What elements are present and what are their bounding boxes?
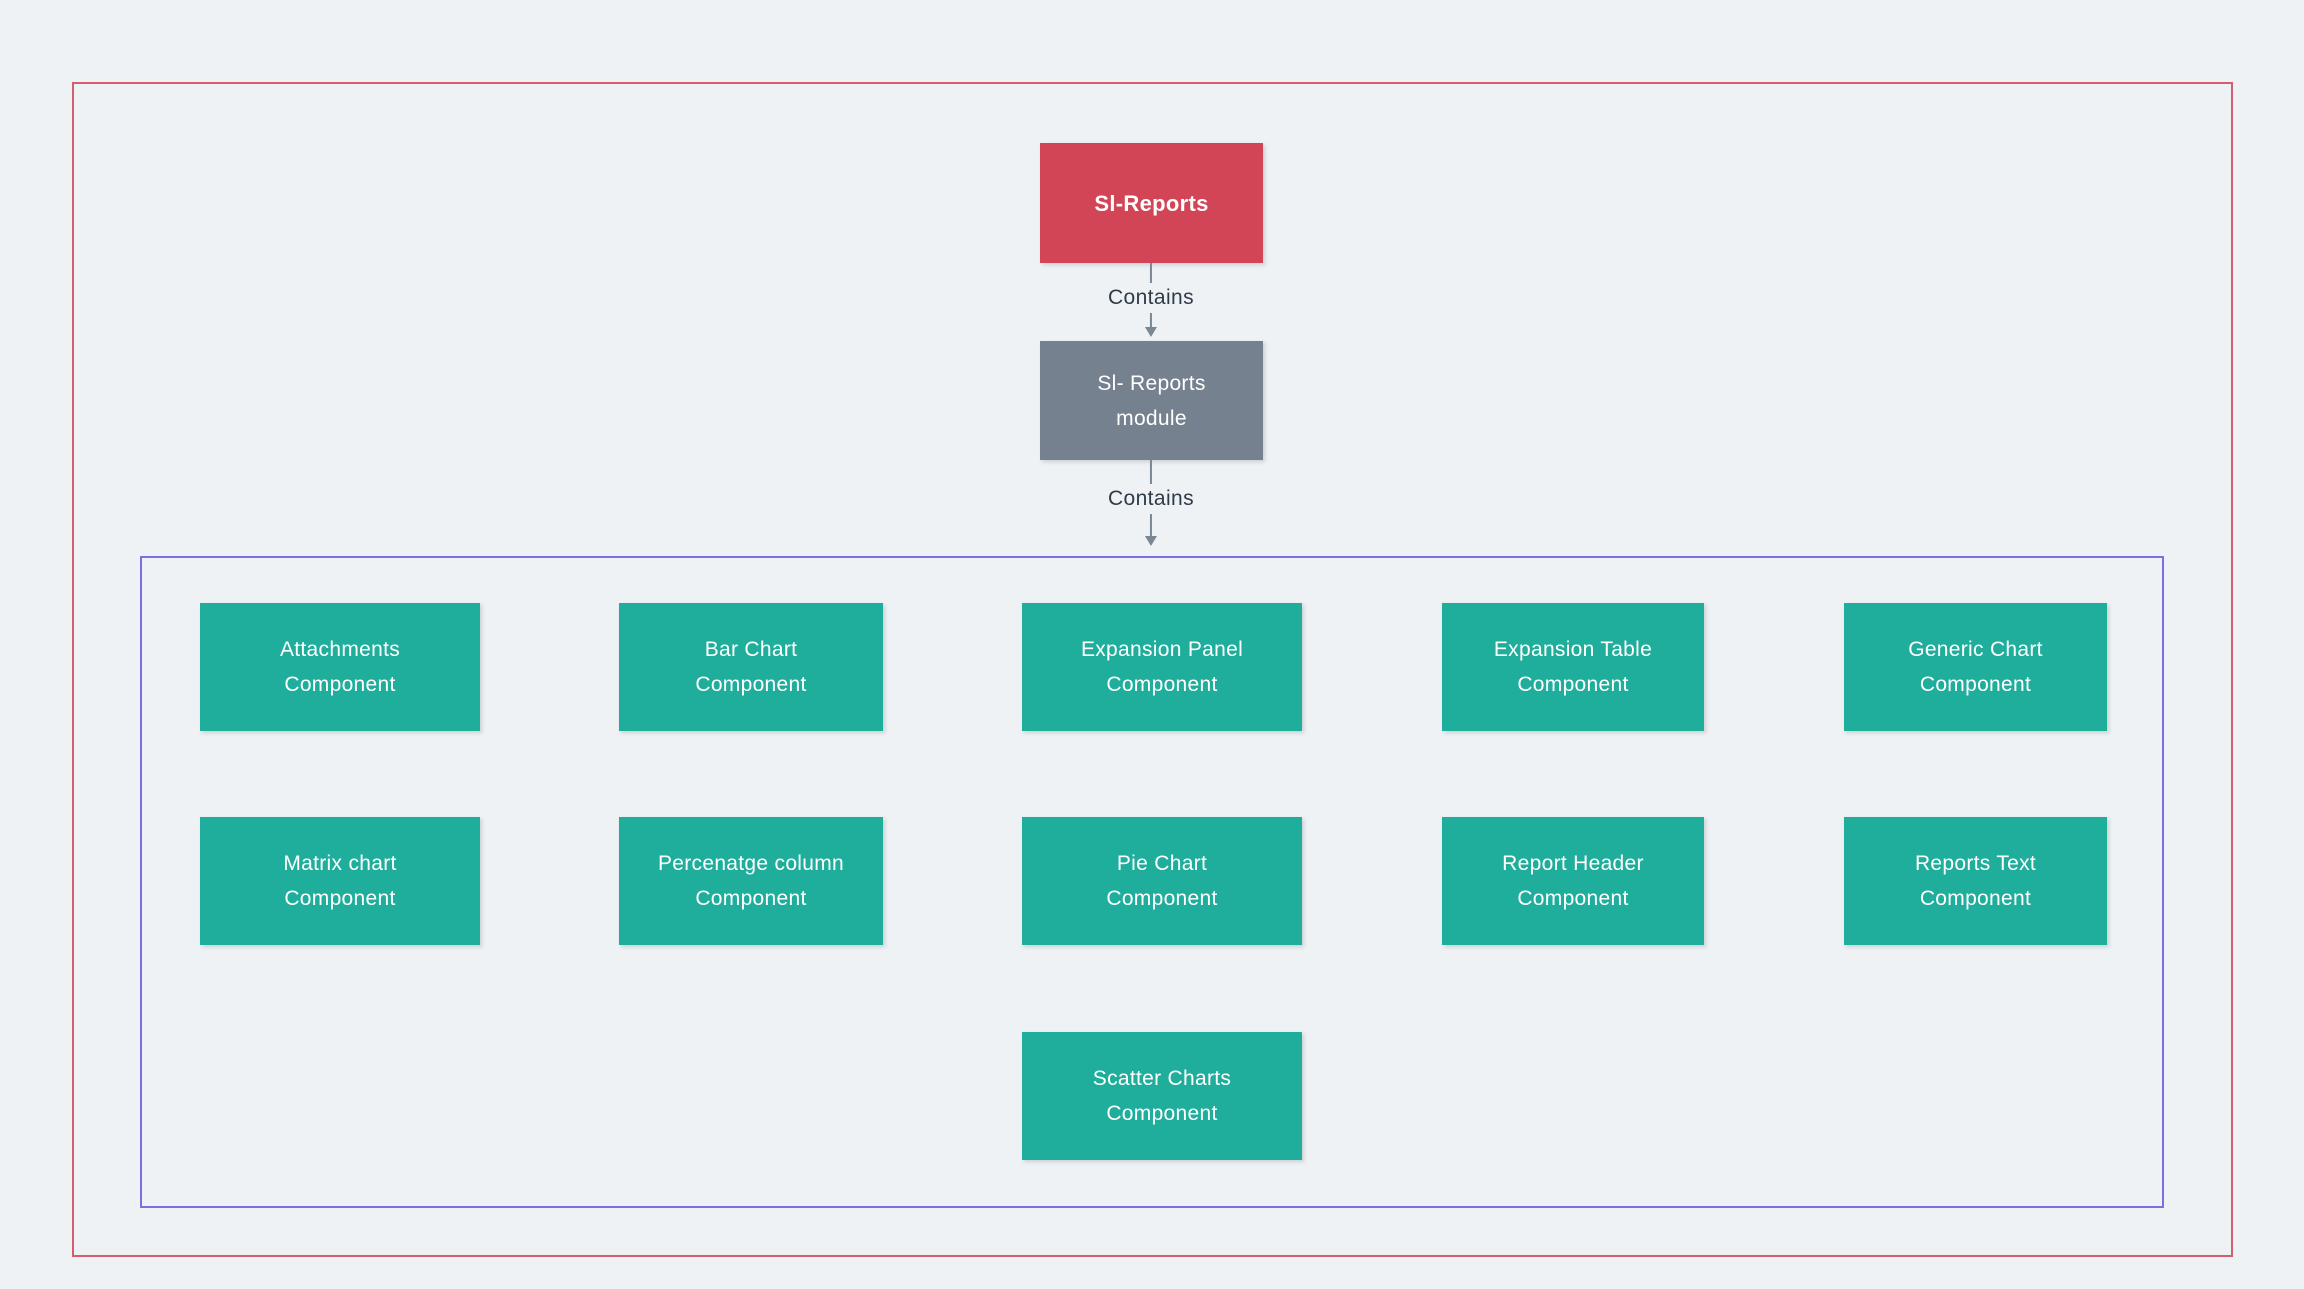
edge-line <box>1150 313 1152 327</box>
arrowhead-down-icon <box>1145 536 1157 546</box>
component-node-report-header: Report Header Component <box>1442 817 1704 945</box>
component-node-attachments: Attachments Component <box>200 603 480 731</box>
component-node-percentage-column: Percenatge column Component <box>619 817 883 945</box>
edge-line <box>1150 460 1152 484</box>
arrowhead-down-icon <box>1145 327 1157 337</box>
component-node-bar-chart: Bar Chart Component <box>619 603 883 731</box>
component-node-matrix-chart: Matrix chart Component <box>200 817 480 945</box>
component-node-label: Generic Chart Component <box>1908 638 2043 696</box>
module-node-label: Sl- Reports module <box>1097 371 1206 430</box>
component-node-label: Attachments Component <box>279 638 401 696</box>
component-node-label: Reports Text Component <box>1914 852 2037 910</box>
component-node-label: Expansion Table Component <box>1493 638 1653 696</box>
edge-label-contains: Contains <box>1107 286 1195 309</box>
component-node-scatter-charts: Scatter Charts Component <box>1022 1032 1302 1160</box>
component-node-label: Scatter Charts Component <box>1092 1067 1232 1125</box>
edge-module-to-components: Contains <box>1108 460 1194 556</box>
module-node-sl-reports-module: Sl- Reports module <box>1040 341 1263 460</box>
outer-boundary-frame <box>72 82 2233 1257</box>
component-node-expansion-panel: Expansion Panel Component <box>1022 603 1302 731</box>
edge-line <box>1150 514 1152 536</box>
component-node-generic-chart: Generic Chart Component <box>1844 603 2107 731</box>
component-node-label: Percenatge column Component <box>657 852 845 910</box>
component-node-pie-chart: Pie Chart Component <box>1022 817 1302 945</box>
component-node-label: Expansion Panel Component <box>1080 638 1244 696</box>
component-node-label: Report Header Component <box>1502 852 1644 910</box>
component-node-label: Pie Chart Component <box>1106 852 1218 910</box>
edge-root-to-module: Contains <box>1108 263 1194 341</box>
component-node-label: Bar Chart Component <box>695 638 807 696</box>
root-node-label: Sl-Reports <box>1094 190 1209 216</box>
component-node-reports-text: Reports Text Component <box>1844 817 2107 945</box>
component-node-expansion-table: Expansion Table Component <box>1442 603 1704 731</box>
root-node-sl-reports: Sl-Reports <box>1040 143 1263 263</box>
edge-line <box>1150 263 1152 283</box>
components-group-frame <box>140 556 2164 1208</box>
component-node-label: Matrix chart Component <box>283 852 397 910</box>
edge-label-contains: Contains <box>1107 487 1195 510</box>
